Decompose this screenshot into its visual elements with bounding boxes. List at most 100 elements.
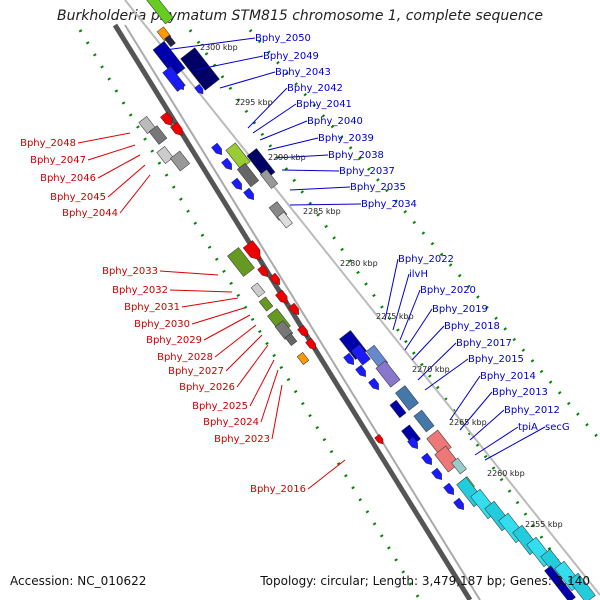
forward-feature xyxy=(451,457,467,475)
leader-line xyxy=(399,289,421,341)
leader-line xyxy=(267,137,319,151)
gene-label-forward: Bphy_2018 xyxy=(444,321,500,332)
leader-line xyxy=(281,169,340,172)
kbp-label: 2300 kbp xyxy=(200,43,238,52)
genome-backbone xyxy=(112,0,600,600)
leader-line xyxy=(469,409,505,441)
leader-line xyxy=(97,154,141,179)
forward-arrow xyxy=(443,482,454,495)
reverse-feature xyxy=(296,352,310,365)
leader-line xyxy=(194,55,264,71)
feature-block xyxy=(164,34,176,48)
forward-arrow xyxy=(173,77,184,90)
forward-arrow xyxy=(431,467,442,480)
leader-line xyxy=(249,359,275,407)
gene-label-reverse: Bphy_2030 xyxy=(134,319,190,330)
leader-line xyxy=(411,325,445,361)
leader-line xyxy=(181,297,239,308)
leader-line xyxy=(214,324,257,358)
reverse-feature xyxy=(227,247,255,277)
kbp-label: 2295 kbp xyxy=(235,98,273,107)
backbone-line xyxy=(124,24,481,600)
gene-label-reverse: Bphy_2016 xyxy=(250,484,306,495)
forward-feature xyxy=(152,40,186,78)
reverse-feature xyxy=(284,333,298,346)
gene-label-reverse: Bphy_2046 xyxy=(40,173,96,184)
leader-line xyxy=(424,358,469,391)
reverse-arrow xyxy=(257,264,268,277)
reverse-feature xyxy=(169,150,191,172)
gene-label-forward: Bphy_2037 xyxy=(339,166,395,177)
leader-line xyxy=(392,273,410,331)
reverse-arrow xyxy=(275,289,288,304)
gene-label-reverse: Bphy_2032 xyxy=(112,285,168,296)
gene-label-forward: Bphy_2017 xyxy=(456,338,512,349)
gene-label-reverse: Bphy_2048 xyxy=(20,138,76,149)
leader-line xyxy=(219,71,276,89)
leader-line xyxy=(119,174,151,214)
gene-label-forward: Bphy_2038 xyxy=(328,150,384,161)
reverse-arrow xyxy=(160,111,173,126)
leader-line xyxy=(77,132,131,144)
kbp-label: 2260 kbp xyxy=(487,469,525,478)
gene-label-forward: Bphy_2013 xyxy=(492,387,548,398)
kbp-label: 2280 kbp xyxy=(340,259,378,268)
gc-dotted-tracks xyxy=(78,29,600,600)
forward-feature xyxy=(277,211,293,229)
gene-label-forward: Bphy_2040 xyxy=(307,116,363,127)
leader-line xyxy=(191,307,245,325)
feature-block xyxy=(146,0,174,25)
leader-line xyxy=(247,87,288,129)
map-title: Burkholderia phymatum STM815 chromosome … xyxy=(56,8,543,24)
gene-label-forward: Bphy_2020 xyxy=(420,285,476,296)
forward-feature xyxy=(434,445,460,473)
leader-line xyxy=(164,37,256,51)
gene-label-forward: Bphy_2034 xyxy=(361,199,417,210)
leader-line xyxy=(289,203,362,206)
gene-label-reverse: Bphy_2047 xyxy=(30,155,86,166)
leader-line xyxy=(307,459,346,490)
gene-label-reverse: Bphy_2031 xyxy=(124,302,180,313)
kbp-label: 2285 kbp xyxy=(303,207,341,216)
gene-label-forward: Bphy_2043 xyxy=(275,67,331,78)
forward-feature xyxy=(389,399,407,419)
leader-line xyxy=(159,270,219,276)
topology-summary: Topology: circular; Length: 3,479,187 bp… xyxy=(260,574,590,588)
kbp-label: 2265 kbp xyxy=(449,418,487,427)
gene-label-forward: Bphy_2042 xyxy=(287,83,343,94)
leader-line xyxy=(259,120,308,141)
reverse-arrow xyxy=(170,121,183,136)
gene-label-forward: Bphy_2019 xyxy=(432,304,488,315)
leader-line xyxy=(225,334,263,372)
gene-label-forward: secG xyxy=(545,422,570,433)
gene-label-forward: Bphy_2041 xyxy=(296,99,352,110)
leader-lines xyxy=(77,37,546,490)
backbone-line xyxy=(124,0,600,596)
reverse-arrow xyxy=(297,324,308,337)
gene-label-forward: Bphy_2014 xyxy=(480,371,536,382)
kbp-label: 2275 kbp xyxy=(376,312,414,321)
reverse-arrow xyxy=(242,240,261,261)
forward-feature xyxy=(259,169,279,189)
forward-arrow xyxy=(211,142,222,155)
leader-line xyxy=(484,426,546,461)
gene-label-reverse: Bphy_2045 xyxy=(50,192,106,203)
forward-feature xyxy=(568,572,596,600)
gene-labels: Bphy_2050Bphy_2049Bphy_2043Bphy_2042Bphy… xyxy=(20,33,570,495)
leader-line xyxy=(449,375,481,421)
gene-label-forward: ilvH xyxy=(409,269,428,280)
leader-line xyxy=(274,154,329,159)
gene-label-reverse: Bphy_2025 xyxy=(192,401,248,412)
gene-label-forward: Bphy_2035 xyxy=(350,182,406,193)
forward-arrow xyxy=(221,157,232,170)
forward-feature xyxy=(351,344,371,366)
forward-arrow xyxy=(421,452,432,465)
gene-label-forward: Bphy_2039 xyxy=(318,133,374,144)
kbp-label: 2255 kbp xyxy=(525,520,563,529)
forward-arrow xyxy=(231,177,242,190)
accession-text: Accession: NC_010622 xyxy=(10,574,147,588)
reverse-arrow xyxy=(305,337,316,350)
gene-label-forward: Bphy_2015 xyxy=(468,354,524,365)
